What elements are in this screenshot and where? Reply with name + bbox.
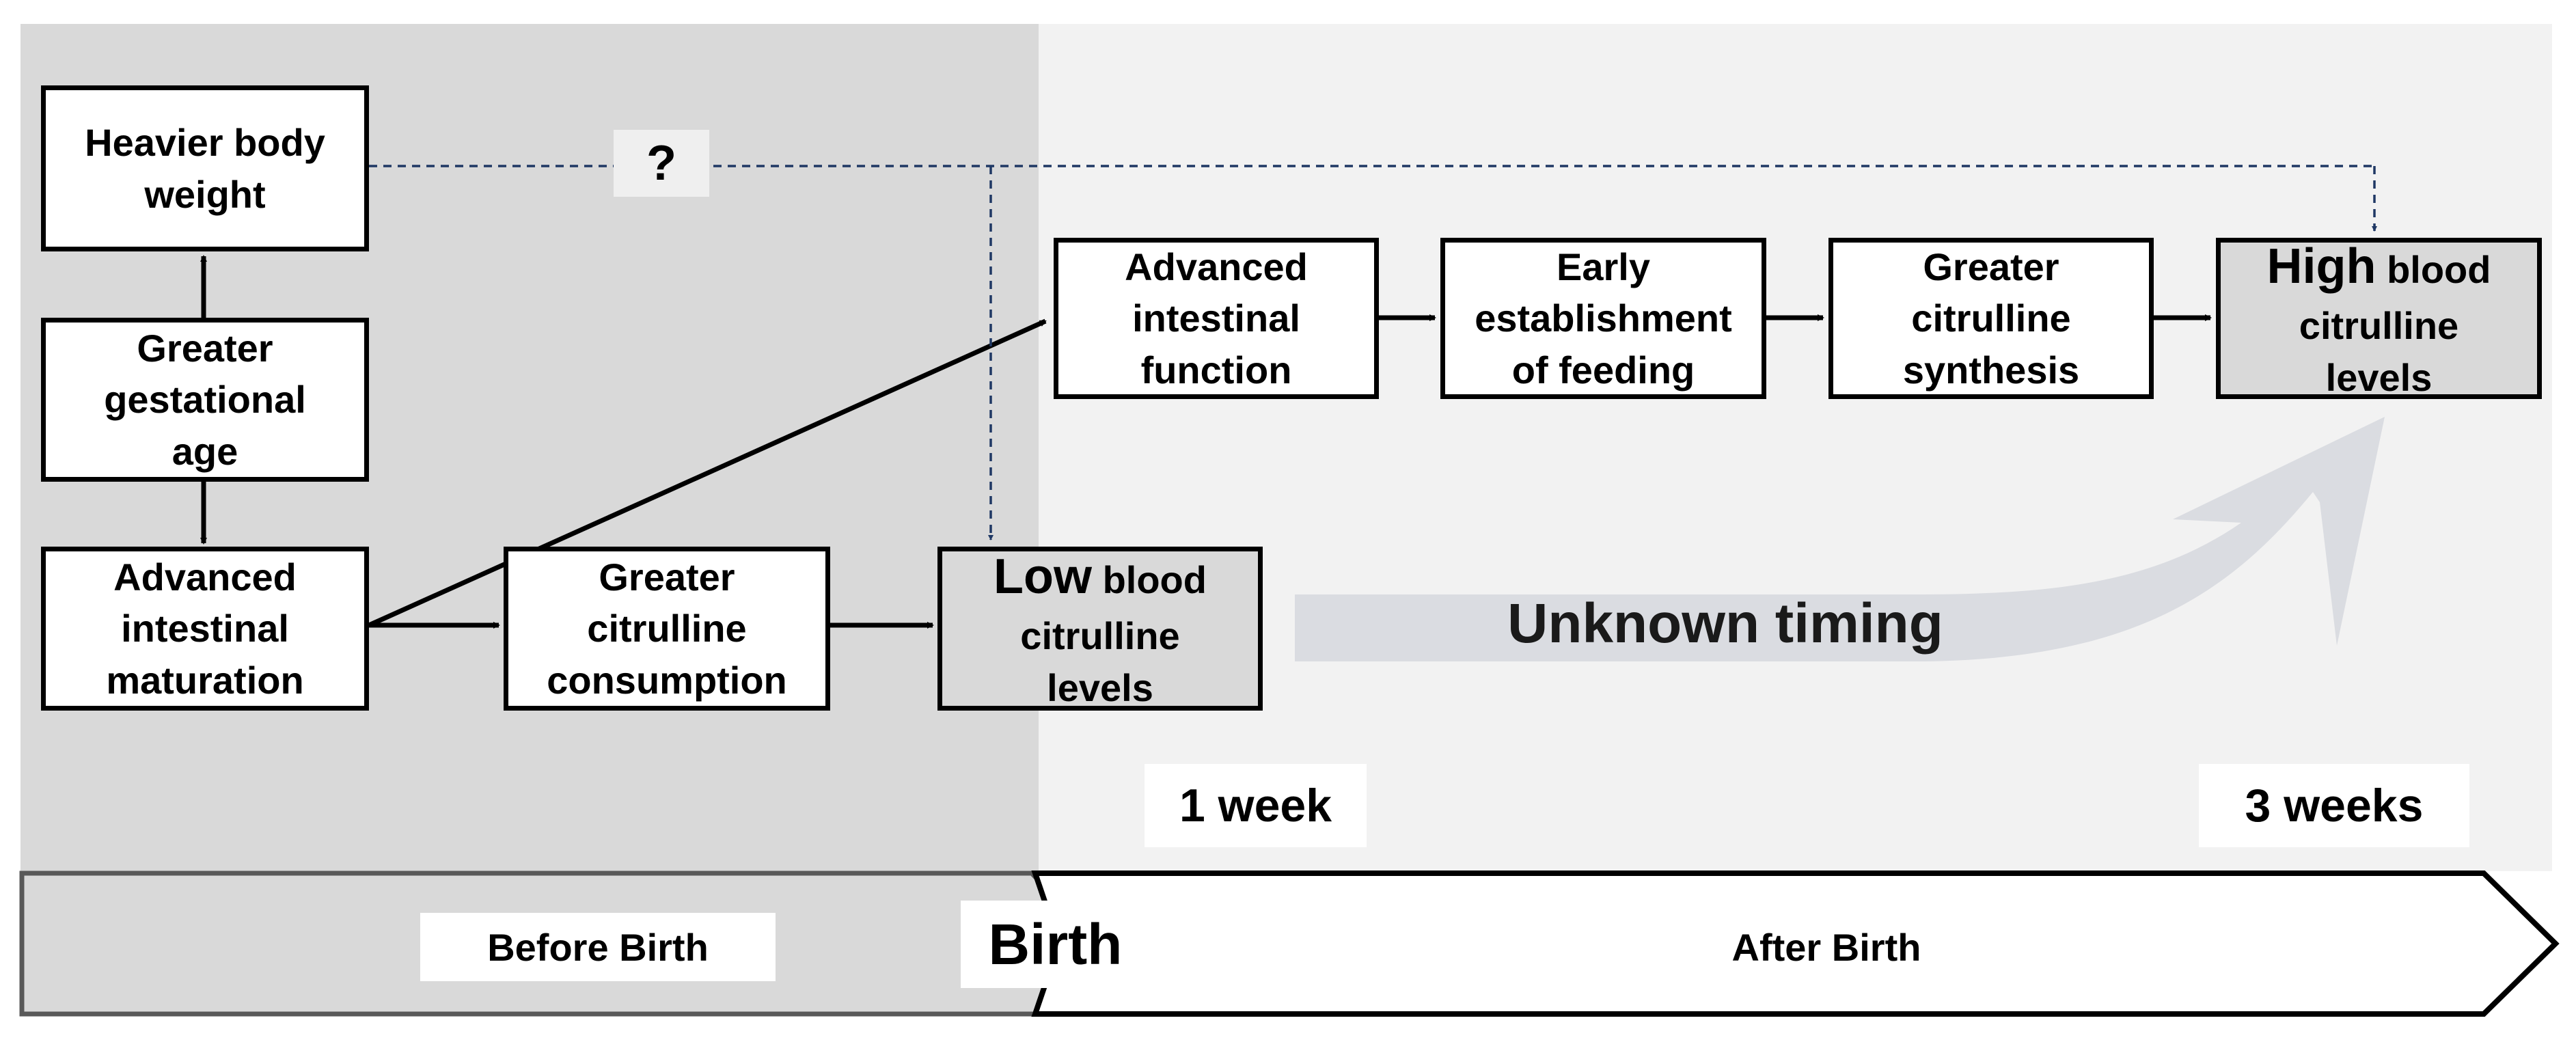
- node-early-establishment-of-feeding-text: Early establishment of feeding: [1475, 245, 1732, 392]
- node-advanced-intestinal-function-text: Advanced intestinal function: [1125, 245, 1308, 392]
- node-advanced-intestinal-function: Advanced intestinal function: [1054, 238, 1379, 399]
- node-heavier-body-weight: Heavier body weight: [41, 85, 369, 251]
- one-week-text: 1 week: [1179, 780, 1332, 832]
- high-rest-words: blood citrulline levels: [2299, 247, 2491, 399]
- high-lead-word: High: [2266, 238, 2376, 294]
- node-greater-citrulline-synthesis: Greater citrulline synthesis: [1828, 238, 2154, 399]
- node-greater-citrulline-synthesis-text: Greater citrulline synthesis: [1902, 245, 2080, 392]
- node-heavier-body-weight-text: Heavier body weight: [85, 120, 325, 216]
- node-high-blood-citrulline: High blood citrulline levels: [2216, 238, 2542, 399]
- after-birth-label: After Birth: [1649, 913, 2004, 981]
- node-early-establishment-of-feeding: Early establishment of feeding: [1440, 238, 1766, 399]
- low-lead-word: Low: [994, 549, 1092, 604]
- birth-text: Birth: [988, 911, 1123, 976]
- question-mark-label: ?: [614, 130, 709, 197]
- unknown-timing-label: Unknown timing: [1469, 586, 1982, 661]
- one-week-label: 1 week: [1145, 764, 1367, 847]
- three-weeks-label: 3 weeks: [2199, 764, 2469, 847]
- birth-label: Birth: [961, 901, 1150, 988]
- node-low-blood-citrulline: Low blood citrulline levels: [937, 547, 1263, 711]
- low-rest-words: blood citrulline levels: [1020, 558, 1207, 709]
- node-advanced-intestinal-maturation-text: Advanced intestinal maturation: [106, 555, 304, 702]
- three-weeks-text: 3 weeks: [2245, 780, 2424, 832]
- arrow-maturation-to-function: [368, 318, 1047, 628]
- unknown-timing-text: Unknown timing: [1507, 592, 1943, 655]
- node-low-blood-citrulline-text: Low blood citrulline levels: [983, 544, 1217, 713]
- before-birth-text: Before Birth: [487, 925, 709, 969]
- node-advanced-intestinal-maturation: Advanced intestinal maturation: [41, 547, 369, 711]
- question-mark-text: ?: [646, 136, 676, 191]
- after-birth-text: After Birth: [1731, 925, 1921, 969]
- node-greater-citrulline-consumption: Greater citrulline consumption: [504, 547, 830, 711]
- before-birth-label: Before Birth: [420, 913, 776, 981]
- unknown-timing-arrow: [1295, 417, 2385, 661]
- node-greater-gestational-age-text: Greater gestational age: [104, 326, 306, 473]
- node-high-blood-citrulline-text: High blood citrulline levels: [2262, 234, 2496, 403]
- node-greater-gestational-age: Greater gestational age: [41, 318, 369, 482]
- node-greater-citrulline-consumption-text: Greater citrulline consumption: [547, 555, 787, 702]
